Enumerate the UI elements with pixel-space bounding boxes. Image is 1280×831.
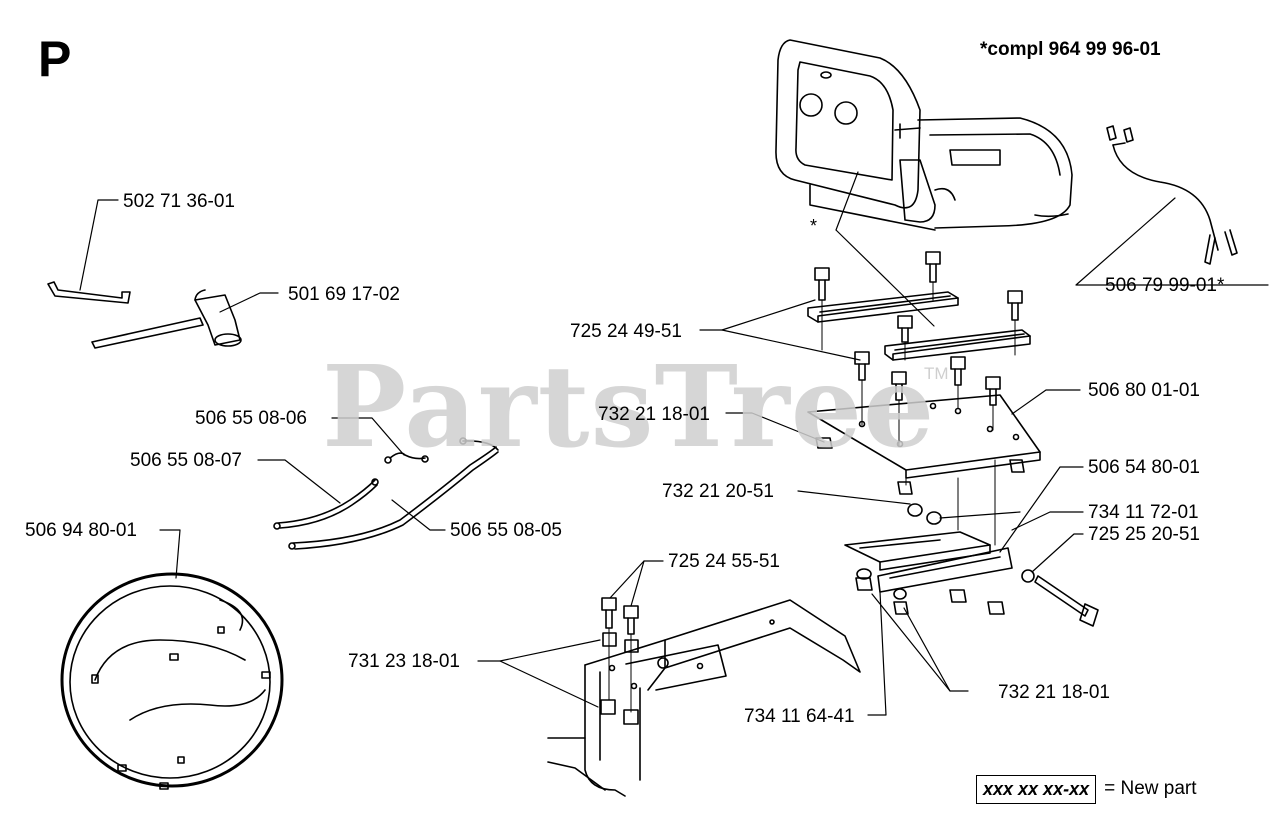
seat-asterisk: * (810, 216, 818, 236)
wire-harness-506-94-80-01 (60, 572, 284, 788)
bolts-725-24-55-51 (600, 597, 639, 725)
part-label-725-25-20-51[interactable]: 725 25 20-51 (1088, 524, 1200, 545)
part-label-725-24-49-51[interactable]: 725 24 49-51 (570, 321, 682, 342)
bolt-725-25-20-51 (1034, 575, 1099, 627)
part-label-506-79-99-01[interactable]: 506 79 99-01* (1105, 275, 1225, 296)
harness-connectors (91, 626, 271, 790)
kit-note: *compl 964 99 96-01 (980, 39, 1161, 60)
watermark: PartsTree (322, 342, 936, 473)
part-label-734-11-64-41[interactable]: 734 11 64-41 (744, 706, 855, 727)
leader-lines (79, 171, 1269, 716)
part-label-506-54-80-01[interactable]: 506 54 80-01 (1088, 457, 1200, 478)
battery-cables (273, 437, 499, 550)
part-label-732-21-18-01-bottom[interactable]: 732 21 18-01 (998, 682, 1110, 703)
new-part-legend: xxx xx xx-xx = New part (976, 774, 1197, 804)
socket-wrench-501-69-17-02 (91, 289, 242, 349)
part-label-731-23-18-01[interactable]: 731 23 18-01 (348, 651, 460, 672)
section-letter: P (38, 31, 72, 87)
tractor-frame (547, 599, 861, 797)
wire-harness-506-79-99-01 (1106, 125, 1238, 265)
alignment-lines (608, 281, 1016, 713)
part-label-506-94-80-01[interactable]: 506 94 80-01 (25, 520, 137, 541)
watermark-trademark: TM (924, 364, 949, 383)
part-label-506-80-01-01[interactable]: 506 80 01-01 (1088, 380, 1200, 401)
legend-sample: xxx xx xx-xx (976, 774, 1097, 804)
part-label-734-11-72-01[interactable]: 734 11 72-01 (1088, 502, 1199, 523)
seat-brackets-506-54-80-01 (844, 531, 1013, 593)
part-label-506-55-08-06[interactable]: 506 55 08-06 (195, 408, 307, 429)
seat-rails-725-24-49-51 (807, 291, 1031, 361)
seat-drawing (775, 39, 1073, 231)
part-label-506-55-08-07[interactable]: 506 55 08-07 (130, 450, 242, 471)
part-label-732-21-18-01-top[interactable]: 732 21 18-01 (598, 404, 710, 425)
part-label-725-24-55-51[interactable]: 725 24 55-51 (668, 551, 780, 572)
part-label-502-71-36-01[interactable]: 502 71 36-01 (123, 191, 235, 212)
hex-key-502-71-36-01 (47, 281, 131, 304)
legend-text: = New part (1104, 778, 1197, 799)
part-label-501-69-17-02[interactable]: 501 69 17-02 (288, 284, 400, 305)
part-label-732-21-20-51[interactable]: 732 21 20-51 (662, 481, 774, 502)
part-label-506-55-08-05[interactable]: 506 55 08-05 (450, 520, 562, 541)
